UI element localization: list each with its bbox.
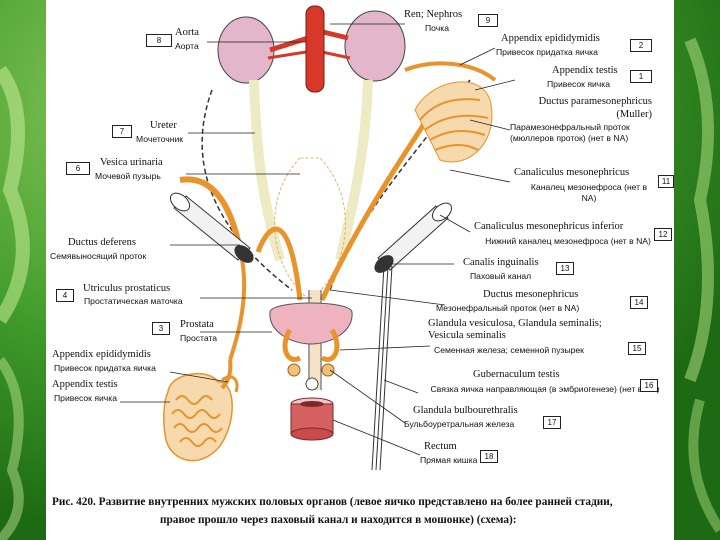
label-app-testis-l-lat: Appendix testis <box>52 379 118 390</box>
label-aorta-rus: Аорта <box>175 41 199 51</box>
num-gubernaculum: 16 <box>640 379 658 392</box>
num-utriculus: 4 <box>56 289 74 302</box>
label-canalis-ing-rus: Паховый канал <box>470 271 532 281</box>
leader-lines <box>120 23 516 456</box>
label-app-epid-l-lat: Appendix epididymidis <box>52 349 151 360</box>
bladder <box>274 157 346 301</box>
figure-caption-line2: правое прошло через паховый канал и нахо… <box>160 514 517 526</box>
label-aorta-lat: Aorta <box>175 27 199 38</box>
label-bulbo-rus: Бульбоуретральная железа <box>404 419 515 429</box>
label-ren-rus: Почка <box>425 23 449 33</box>
num-canalis-ing: 13 <box>556 262 574 275</box>
aorta-vessel <box>305 5 325 93</box>
label-duct-mes-rus: Мезонефральный проток (нет в NA) <box>436 303 580 313</box>
rectum <box>290 397 334 441</box>
label-gubernaculum-rus: Связка яичка направляющая (в эмбриогенез… <box>430 384 660 394</box>
left-kidney <box>217 16 275 84</box>
label-duct-paramesonephricus-lat: Ductus paramesonephricus (Muller) <box>538 96 652 120</box>
label-glandula-ves-lat: Glandula vesiculosa, Glandula seminalis;… <box>428 318 602 341</box>
label-app-epid-r-rus: Привесок придатка яичка <box>496 47 598 57</box>
num-rectum: 18 <box>480 450 498 463</box>
label-ren-lat: Ren; Nephros <box>404 9 463 20</box>
num-glandula-ves: 15 <box>628 342 646 355</box>
num-ureter: 7 <box>112 125 132 138</box>
label-utriculus-rus: Простатическая маточка <box>84 296 183 306</box>
label-app-testis-l-rus: Привесок яичка <box>54 393 117 403</box>
num-app-testis-r: 1 <box>630 70 652 83</box>
label-vesica-lat: Vesica urinaria <box>100 157 163 168</box>
label-app-epid-r-lat: Appendix epididymidis <box>501 33 600 44</box>
num-bulbo: 17 <box>543 416 561 429</box>
num-duct-mes: 14 <box>630 296 648 309</box>
label-ureter-lat: Ureter <box>150 120 177 131</box>
figure-caption-line1: Рис. 420. Развитие внутренних мужских по… <box>52 496 613 508</box>
left-inguinal-canal <box>169 192 254 263</box>
label-canal-mes-lat: Canaliculus mesonephricus <box>514 167 630 178</box>
label-app-testis-r-rus: Привесок яичка <box>547 79 610 89</box>
label-app-epid-l-rus: Привесок придатка яичка <box>54 363 156 373</box>
num-canal-mes-inf: 12 <box>654 228 672 241</box>
label-canal-mes-inf-lat: Canaliculus mesonephricus inferior <box>474 221 624 232</box>
right-ureter <box>335 79 373 262</box>
label-bulbo-lat: Glandula bulbourethralis <box>413 405 518 416</box>
label-vesica-rus: Мочевой пузырь <box>95 171 161 181</box>
left-testis <box>163 359 239 462</box>
label-duct-paramesonephricus-rus: Парамезонефральный проток (мюллеров прот… <box>510 122 630 143</box>
label-utriculus-lat: Utriculus prostaticus <box>83 283 171 294</box>
right-inguinal-canal <box>374 202 453 273</box>
right-mesonephros <box>404 61 497 163</box>
label-prostata-rus: Простата <box>180 333 218 343</box>
label-gubernaculum-lat: Gubernaculum testis <box>473 369 560 380</box>
label-rectum-lat: Rectum <box>424 441 457 452</box>
label-canal-mes-rus: Каналец мезонефроса (нет в NA) <box>530 182 648 203</box>
label-canal-mes-inf-rus: Нижний каналец мезонефроса (нет в NA) <box>485 236 651 246</box>
num-app-epid-r: 2 <box>630 39 652 52</box>
num-aorta: 8 <box>146 34 172 47</box>
label-canalis-ing-lat: Canalis inguinalis <box>463 257 539 268</box>
prostate <box>269 302 353 345</box>
label-deferens-lat: Ductus deferens <box>68 237 136 248</box>
label-rectum-rus: Прямая кишка <box>420 455 478 465</box>
label-ureter-rus: Мочеточник <box>136 134 184 144</box>
num-prostata: 3 <box>152 322 170 335</box>
num-canal-mes: 11 <box>658 175 674 188</box>
num-vesica: 6 <box>66 162 90 175</box>
label-duct-mes-lat: Ductus mesonephricus <box>483 289 579 300</box>
num-ren: 9 <box>478 14 498 27</box>
label-glandula-ves-rus: Семенная железа; семенной пузырек <box>434 345 584 355</box>
label-deferens-rus: Семявыносящий проток <box>50 251 147 261</box>
label-prostata-lat: Prostata <box>180 319 214 330</box>
label-app-testis-r-lat: Appendix testis <box>552 65 618 76</box>
right-kidney <box>344 10 406 82</box>
